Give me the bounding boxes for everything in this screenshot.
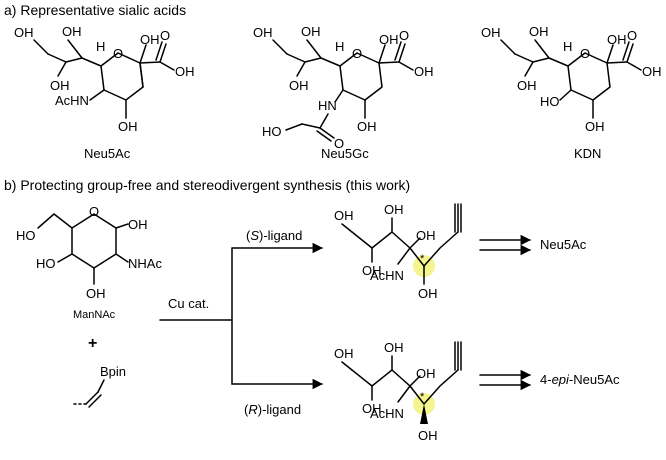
h-label: H — [335, 39, 344, 54]
product-bottom: OH OH OH OH AcHN OH * — [334, 340, 462, 443]
ring-oxygen-label: O — [352, 46, 362, 61]
nhac-label: NHAc — [128, 256, 162, 271]
c9-oh-label: OH — [14, 25, 34, 40]
c4-oh-label: OH — [585, 119, 605, 134]
c4-oh-label: OH — [357, 119, 377, 134]
c9-oh-label: OH — [334, 208, 354, 223]
c7-oh-label: OH — [529, 24, 549, 39]
carbonyl-o-label: O — [399, 28, 409, 43]
c8-oh-label: OH — [362, 401, 382, 416]
c6-oh-label: OH — [416, 228, 436, 243]
compound-mannac: O OH NHAc OH HO HO ManNAc — [16, 204, 162, 321]
anomeric-oh-label: OH — [128, 217, 148, 232]
c3-oh-label: OH — [86, 286, 106, 301]
stereocenter-star: * — [420, 253, 425, 265]
c4-oh-label: OH — [418, 286, 438, 301]
c8-oh-label: OH — [50, 78, 70, 93]
acid-oh-label: OH — [175, 64, 195, 79]
carbonyl-o-label: O — [627, 28, 637, 43]
branch-arrows — [159, 242, 324, 390]
plus-sign: + — [88, 335, 97, 352]
h-label: H — [96, 39, 105, 54]
amide-o-label: O — [334, 136, 344, 151]
product-top: OH OH OH OH AcHN OH * — [334, 202, 462, 301]
c9-oh-label: OH — [334, 346, 354, 361]
acid-oh-label: OH — [414, 64, 434, 79]
c9-oh-label: OH — [481, 25, 501, 40]
anomeric-oh-label: OH — [140, 32, 160, 47]
c8-oh-label: OH — [362, 263, 382, 278]
neu5ac-caption: Neu5Ac — [84, 146, 131, 161]
achn-label: AcHN — [55, 93, 89, 108]
c7-oh-label: OH — [62, 24, 82, 39]
c5-ho-label: HO — [540, 94, 560, 109]
c8-oh-label: OH — [289, 78, 309, 93]
final-product-neu5ac: Neu5Ac — [540, 237, 587, 252]
c6-ho-label: HO — [16, 228, 36, 243]
bpin-label: Bpin — [100, 364, 126, 379]
compound-neu5gc: O OH O OH OH HN O HO H OH OH OH Neu5Gc — [253, 24, 434, 161]
section-a-title: a) Representative sialic acids — [4, 2, 186, 18]
carbonyl-o-label: O — [160, 28, 170, 43]
c7-oh-label: OH — [384, 202, 404, 217]
neu5gc-caption: Neu5Gc — [321, 146, 369, 161]
acid-oh-label: OH — [642, 64, 662, 79]
c9-oh-label: OH — [253, 25, 273, 40]
c8-oh-label: OH — [517, 78, 537, 93]
final-product-4-epi-neu5ac: 4-epi-Neu5Ac — [540, 372, 620, 387]
c7-oh-label: OH — [301, 24, 321, 39]
c4-oh-label: OH — [418, 428, 438, 443]
achn-label: AcHN — [370, 268, 404, 283]
s-ligand-label: (S)-ligand — [246, 228, 302, 243]
compound-kdn: O OH O OH OH HO H OH OH OH KDN — [481, 24, 662, 161]
ring-oxygen-label: O — [89, 204, 99, 219]
r-ligand-label: (R)-ligand — [244, 402, 301, 417]
achn-label: AcHN — [370, 406, 404, 421]
compound-neu5ac: O OH O OH OH AcHN H OH OH OH Neu5Ac — [14, 24, 195, 161]
hn-label: HN — [318, 98, 337, 113]
multistep-arrows — [479, 234, 532, 391]
allenyl-bpin: Bpin — [73, 364, 126, 408]
anomeric-oh-label: OH — [607, 32, 627, 47]
mannac-caption: ManNAc — [73, 309, 116, 321]
c4-ho-label: HO — [36, 256, 56, 271]
stereocenter-star: * — [420, 391, 425, 403]
c4-oh-label: OH — [118, 119, 138, 134]
section-b-title: b) Protecting group-free and stereodiver… — [4, 177, 410, 193]
c6-oh-label: OH — [416, 366, 436, 381]
ring-oxygen-label: O — [580, 46, 590, 61]
glycolyl-ho-label: HO — [262, 124, 282, 139]
catalyst-label: Cu cat. — [168, 296, 209, 311]
c7-oh-label: OH — [384, 340, 404, 355]
anomeric-oh-label: OH — [379, 32, 399, 47]
kdn-caption: KDN — [574, 146, 601, 161]
ring-oxygen-label: O — [113, 46, 123, 61]
h-label: H — [563, 39, 572, 54]
